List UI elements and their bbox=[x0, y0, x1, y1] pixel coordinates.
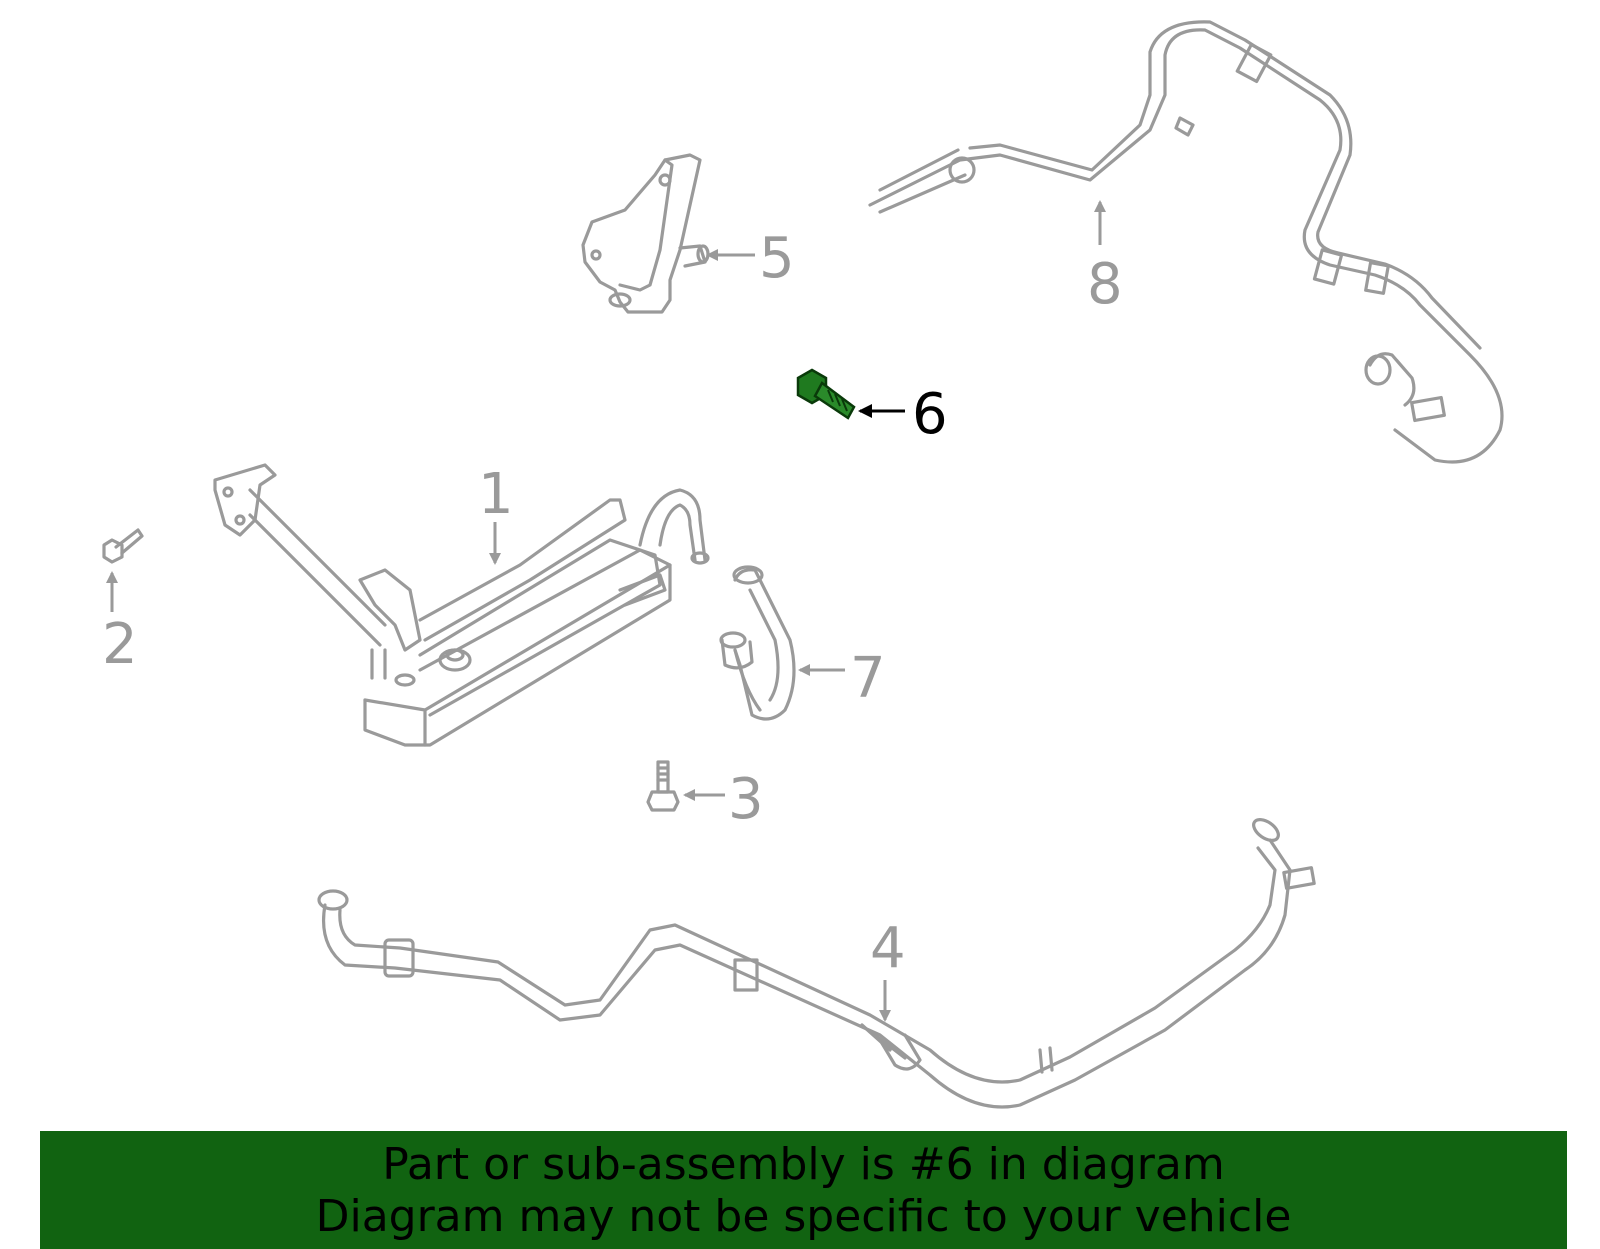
part-5-bracket[interactable] bbox=[581, 153, 710, 314]
callout-5-label: 5 bbox=[759, 226, 795, 291]
part-8-upper-hose[interactable] bbox=[868, 20, 1504, 464]
callout-1-label: 1 bbox=[478, 462, 514, 527]
callout-7-label: 7 bbox=[850, 646, 886, 711]
callout-6-label: 6 bbox=[912, 382, 948, 447]
callout-3-label: 3 bbox=[728, 767, 764, 832]
part-1-cooler[interactable] bbox=[213, 463, 710, 747]
part-2-bolt[interactable] bbox=[102, 528, 144, 564]
banner-line-1: Part or sub-assembly is #6 in diagram bbox=[382, 1139, 1225, 1190]
part-7-small-hose[interactable] bbox=[719, 565, 796, 721]
callout-4-label: 4 bbox=[870, 916, 906, 981]
part-3-bolt[interactable] bbox=[646, 760, 680, 812]
banner-line-2: Diagram may not be specific to your vehi… bbox=[315, 1191, 1292, 1242]
info-banner: Part or sub-assembly is #6 in diagram Di… bbox=[40, 1131, 1567, 1249]
callout-2-label: 2 bbox=[102, 612, 138, 677]
callout-8-label: 8 bbox=[1087, 252, 1123, 317]
part-4-lower-hose[interactable] bbox=[317, 815, 1316, 1109]
part-6-bolt[interactable] bbox=[796, 368, 856, 420]
